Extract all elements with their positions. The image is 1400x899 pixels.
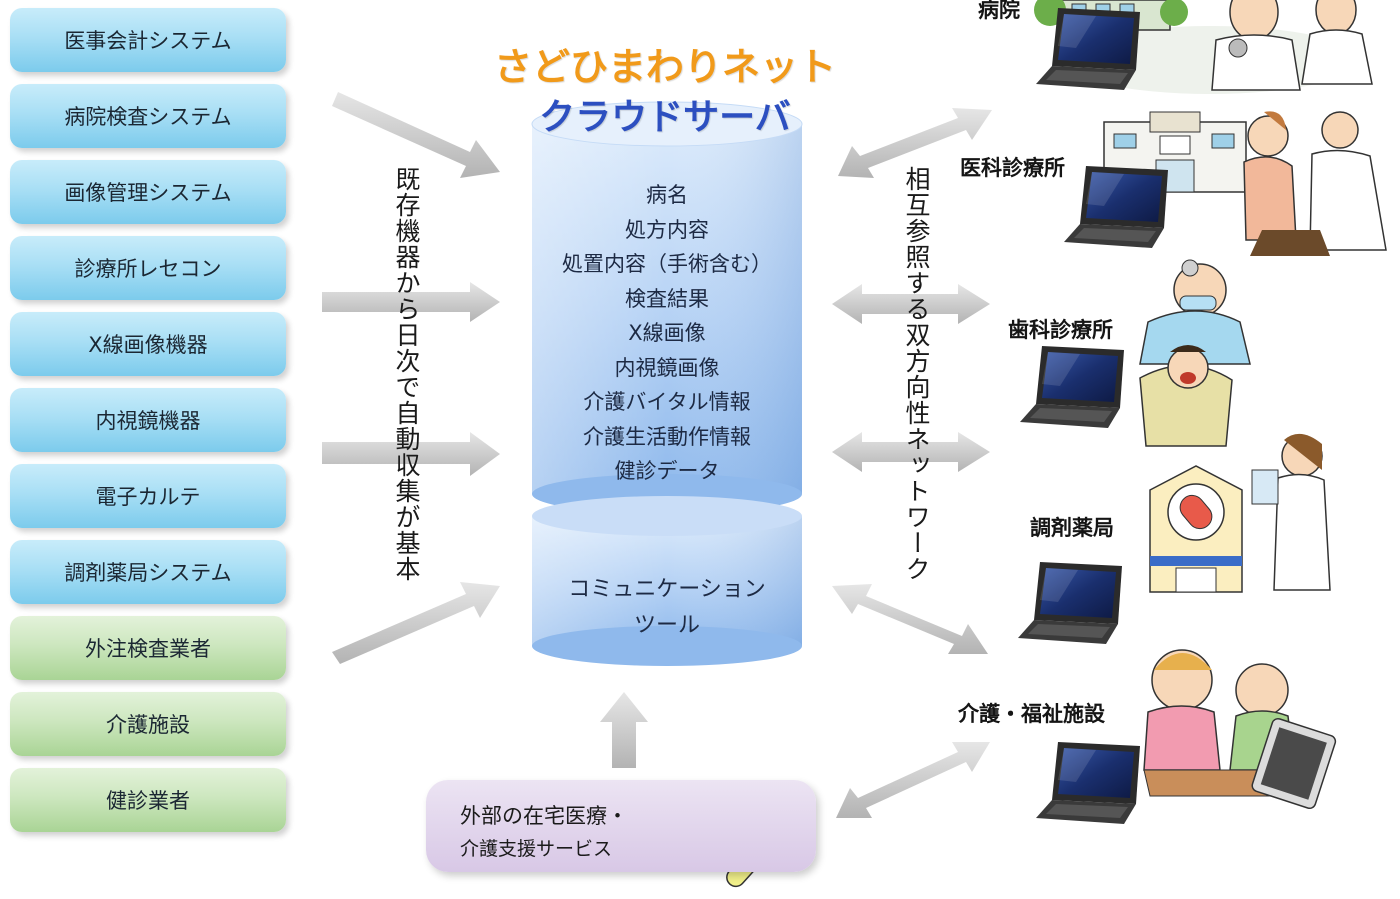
arrow-left-3 <box>322 432 500 476</box>
source-box-checkup-provider: 健診業者 <box>10 768 286 832</box>
db-item: 介護バイタル情報 <box>583 390 751 414</box>
arrow-right-1 <box>838 108 992 178</box>
dentist-illustration <box>1139 259 1251 447</box>
arrow-right-3 <box>832 432 990 472</box>
db-item: 検査結果 <box>625 286 709 311</box>
arrow-up <box>600 692 648 768</box>
facility-label-hospital: 病院 <box>978 0 1020 22</box>
communication-tool: コミュニケーション ツール <box>534 572 800 644</box>
database-items: 病名 処方内容 処置内容（手術含む） 検査結果 X線画像 内視鏡画像 介護バイタ… <box>534 178 800 489</box>
source-box-care-facility: 介護施設 <box>10 692 286 756</box>
source-box-external-lab: 外注検査業者 <box>10 616 286 680</box>
external-services-box: 外部の在宅医療・ 介護支援サービス <box>426 780 816 872</box>
database-cylinder <box>531 101 803 666</box>
clinic-illustration <box>1103 111 1387 256</box>
facility-label-clinic: 医科診療所 <box>960 156 1065 180</box>
source-box-emr: 電子カルテ <box>10 464 286 528</box>
source-box-xray: X線画像機器 <box>10 312 286 376</box>
pharmacy-illustration <box>1149 433 1331 593</box>
tablet-icon <box>1251 717 1337 810</box>
arrow-right-5 <box>836 742 990 818</box>
source-box-image-management: 画像管理システム <box>10 160 286 224</box>
facility-label-pharmacy: 調剤薬局 <box>1030 516 1114 540</box>
db-item: X線画像 <box>628 321 706 345</box>
source-box-pharmacy-system: 調剤薬局システム <box>10 540 286 604</box>
clinic-doctor-icon <box>1321 111 1359 149</box>
arrow-left-2 <box>322 282 500 322</box>
comm-tool-line2: ツール <box>633 613 700 638</box>
source-box-medical-accounting: 医事会計システム <box>10 8 286 72</box>
arrow-left-4 <box>332 582 500 664</box>
facility-label-care: 介護・福祉施設 <box>958 702 1105 726</box>
db-item: 処方内容 <box>625 217 709 242</box>
network-title: さどひまわりネット <box>493 45 836 89</box>
laptop-icon <box>1036 742 1140 824</box>
arrow-right-2 <box>832 284 990 324</box>
facility-label-dental: 歯科診療所 <box>1008 318 1113 342</box>
left-arrows <box>322 92 500 664</box>
server-title: クラウドサーバ <box>539 97 791 138</box>
source-box-hospital-lab: 病院検査システム <box>10 84 286 148</box>
right-arrows <box>832 108 992 818</box>
db-item: 処置内容（手術含む） <box>562 252 772 276</box>
nurse-icon <box>1315 0 1357 35</box>
care-residents-illustration <box>1143 649 1337 810</box>
right-caption: 相互参照する双方向性ネットワーク <box>902 166 931 582</box>
arrow-left-1 <box>332 92 500 178</box>
external-line2: 介護支援サービス <box>460 838 613 860</box>
comm-tool-line1: コミュニケーション <box>568 577 766 602</box>
arrow-right-4 <box>832 584 988 654</box>
laptop-icon <box>1064 166 1168 248</box>
source-box-endoscope: 内視鏡機器 <box>10 388 286 452</box>
laptop-icon <box>1020 346 1124 428</box>
left-caption: 既存機器から日次で自動収集が基本 <box>392 166 421 582</box>
db-item: 介護生活動作情報 <box>583 424 751 449</box>
external-line1: 外部の在宅医療・ <box>460 804 628 828</box>
db-item: 病名 <box>646 183 688 207</box>
db-item: 健診データ <box>614 459 720 483</box>
laptop-icon <box>1018 562 1122 644</box>
source-box-clinic-receipt: 診療所レセコン <box>10 236 286 300</box>
db-item: 内視鏡画像 <box>614 355 720 380</box>
